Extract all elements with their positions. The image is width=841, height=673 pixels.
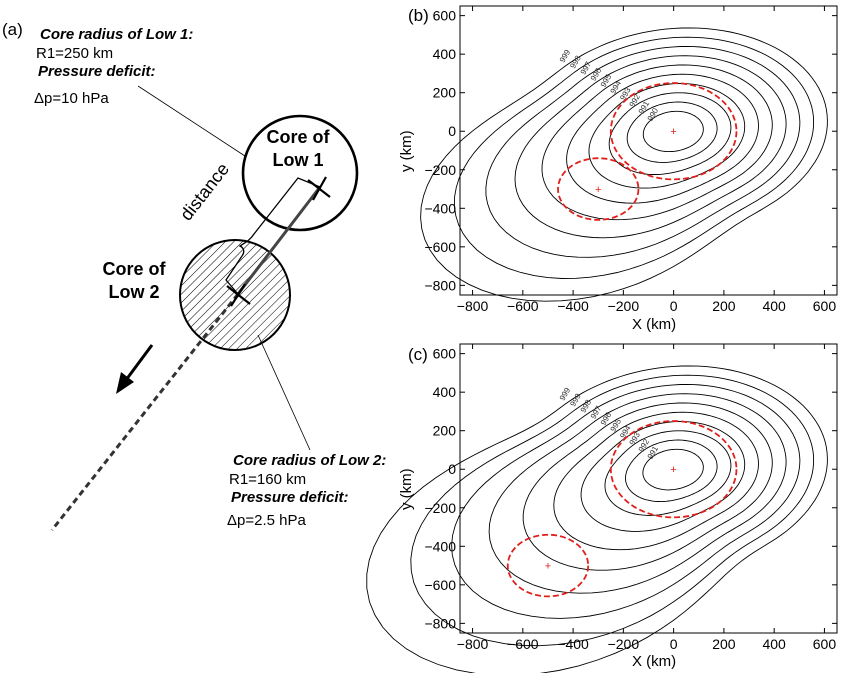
low2-center-cross bbox=[226, 283, 251, 307]
panel-b-contour-line bbox=[642, 110, 704, 153]
low1-leader-line bbox=[137, 85, 249, 159]
panel-c-xtick-label: 0 bbox=[670, 636, 678, 652]
panel-b-xtick-label: 600 bbox=[813, 298, 837, 314]
low1-core-circle bbox=[241, 114, 359, 232]
panel-b-contour-line bbox=[626, 101, 718, 163]
panel-b-xtick-label: −400 bbox=[557, 298, 589, 314]
panel-c-plot-frame bbox=[459, 343, 838, 634]
panel-c-label: (c) bbox=[408, 345, 428, 364]
low2-deficit-value: Δp=2.5 hPa bbox=[227, 512, 306, 529]
motion-arrow-head bbox=[116, 372, 134, 394]
panel-b-contour-line bbox=[541, 64, 773, 221]
panel-b-contour-line bbox=[453, 36, 815, 279]
panel-c-xlabel: X (km) bbox=[632, 653, 677, 670]
panel-c-contour-line bbox=[580, 421, 746, 532]
low1-core-label-line1: Core of bbox=[266, 127, 330, 147]
panel-c-contour-line bbox=[625, 439, 718, 503]
panel-b-ytick-label: 0 bbox=[448, 123, 456, 139]
panel-b-xlabel: X (km) bbox=[632, 316, 677, 333]
panel-c-ytick-label: −800 bbox=[424, 615, 456, 631]
panel-b-contour-line bbox=[608, 92, 732, 175]
panel-b-xtick-label: −600 bbox=[507, 298, 539, 314]
panel-b-contour-line bbox=[588, 83, 746, 189]
panel-b-xtick-label: 400 bbox=[762, 298, 786, 314]
panel-c-xtick-label: 200 bbox=[712, 636, 736, 652]
panel-b-contour-line bbox=[566, 73, 759, 204]
panel-c-xtick-label: −800 bbox=[457, 636, 489, 652]
panel-c-ytick-label: 600 bbox=[433, 346, 457, 362]
panel-b-xtick-label: 200 bbox=[712, 298, 736, 314]
panel-c-contour-line bbox=[366, 365, 828, 673]
panel-b-plot-frame bbox=[459, 5, 838, 296]
panel-c-ytick-label: −600 bbox=[424, 577, 456, 593]
panel-b-low2-center-marker: + bbox=[595, 184, 601, 196]
panel-b-contour-line bbox=[514, 55, 787, 239]
panel-b-ytick-label: −800 bbox=[424, 277, 456, 293]
panel-a-label: (a) bbox=[2, 20, 23, 39]
panel-b-low1-center-marker: + bbox=[670, 126, 676, 138]
low2-deficit-heading: Pressure deficit: bbox=[231, 489, 349, 506]
panel-b-ytick-label: 400 bbox=[433, 46, 457, 62]
low1-radius-heading: Core radius of Low 1: bbox=[40, 26, 194, 43]
panel-c-low1-center-marker: + bbox=[670, 464, 676, 476]
panel-c-ylabel: y (km) bbox=[398, 468, 415, 510]
panel-b-ytick-label: −200 bbox=[424, 162, 456, 178]
panel-c-low1-core-circle bbox=[609, 420, 738, 519]
panel-b-contour-line bbox=[485, 46, 801, 258]
panel-c-xtick-label: −400 bbox=[557, 636, 589, 652]
low2-core-label-line1: Core of bbox=[102, 259, 166, 279]
low2-core-label: Core of Low 2 bbox=[84, 258, 184, 304]
panel-b-label: (b) bbox=[408, 6, 429, 25]
low1-core-label-line2: Low 1 bbox=[272, 150, 324, 170]
low1-deficit-value: Δp=10 hPa bbox=[34, 90, 109, 107]
low2-radius-heading: Core radius of Low 2: bbox=[233, 452, 387, 469]
track-extension-dashed bbox=[50, 293, 240, 531]
panel-b-low2-core-circle bbox=[557, 157, 640, 221]
panel-c-ytick-label: −200 bbox=[424, 500, 456, 516]
panel-b-ytick-label: −400 bbox=[424, 200, 456, 216]
panel-b-xtick-label: −800 bbox=[457, 298, 489, 314]
panel-c-xtick-label: 600 bbox=[813, 636, 837, 652]
panel-c-contour-line bbox=[553, 411, 759, 551]
panel-c-xtick-label: 400 bbox=[762, 636, 786, 652]
panel-c-contour-line bbox=[522, 402, 773, 571]
low1-core-label: Core of Low 1 bbox=[248, 126, 348, 172]
panel-c-ytick-label: −400 bbox=[424, 538, 456, 554]
panel-c-ytick-label: 400 bbox=[433, 384, 457, 400]
panel-c-contour-line bbox=[451, 384, 801, 619]
panel-c-ytick-label: 200 bbox=[433, 423, 457, 439]
low2-radius-value: R1=160 km bbox=[229, 471, 307, 488]
panel-c-low2-core-circle bbox=[506, 533, 590, 598]
panel-b-xtick-label: 0 bbox=[670, 298, 678, 314]
panel-c-xtick-label: −600 bbox=[507, 636, 539, 652]
low2-core-label-line2: Low 2 bbox=[108, 282, 160, 302]
panel-b-contour-line bbox=[420, 27, 828, 302]
motion-arrow-shaft bbox=[124, 344, 154, 381]
panel-c-contour-line bbox=[488, 393, 787, 594]
panel-c-contour-line bbox=[642, 448, 704, 491]
panel-b-ytick-label: −600 bbox=[424, 239, 456, 255]
panel-b-xtick-label: −200 bbox=[608, 298, 640, 314]
low2-leader-line bbox=[257, 334, 311, 451]
panel-c-low2-center-marker: + bbox=[545, 561, 551, 573]
panel-c-contour-line bbox=[604, 430, 732, 516]
panel-c-ytick-label: 0 bbox=[448, 461, 456, 477]
track-line bbox=[236, 186, 322, 295]
panel-b-low1-core-circle bbox=[609, 82, 738, 181]
panel-c-contour-line bbox=[410, 374, 815, 647]
low1-deficit-heading: Pressure deficit: bbox=[38, 63, 156, 80]
panel-c-xtick-label: −200 bbox=[608, 636, 640, 652]
low2-core-circle bbox=[179, 239, 291, 351]
panel-b-ytick-label: 600 bbox=[433, 8, 457, 24]
panel-b-ytick-label: 200 bbox=[433, 85, 457, 101]
low1-radius-value: R1=250 km bbox=[36, 45, 114, 62]
distance-bracket bbox=[225, 177, 321, 295]
low1-center-cross bbox=[307, 176, 331, 201]
